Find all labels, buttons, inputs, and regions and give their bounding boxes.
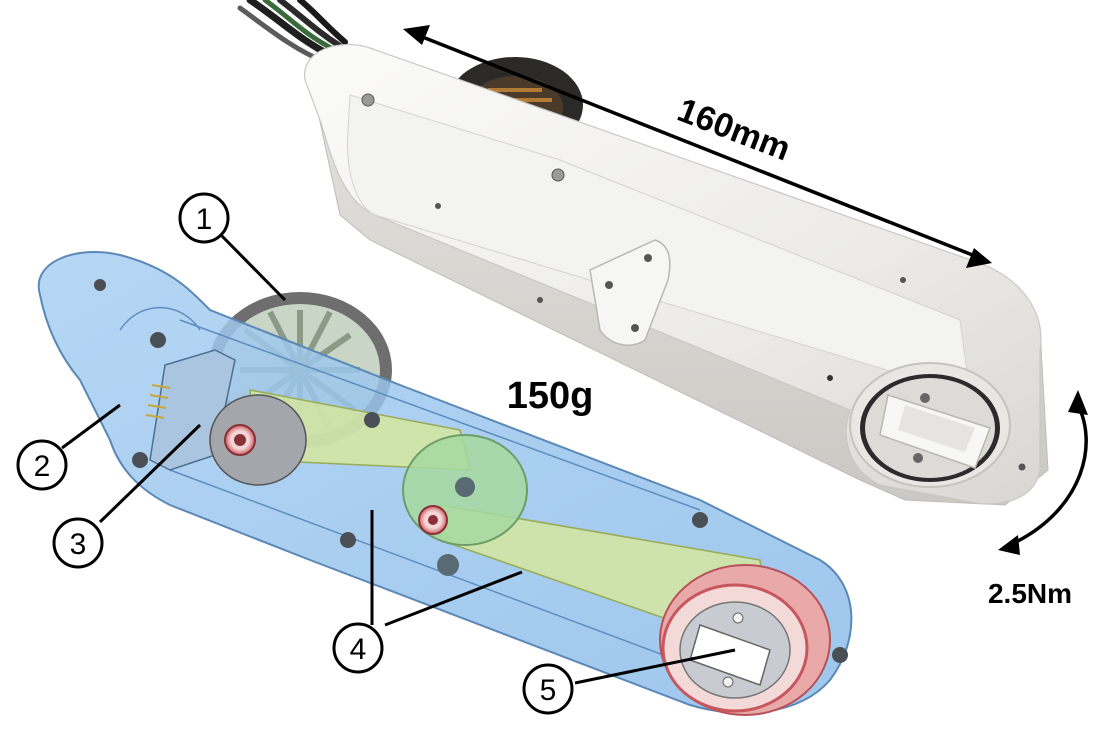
- physical-device: [237, 0, 1049, 506]
- callout-1: 1: [178, 192, 230, 244]
- output-pulley-cad: [659, 564, 831, 716]
- output-bearing-white: [849, 362, 1011, 488]
- svg-text:3: 3: [70, 528, 87, 561]
- callout-3: 3: [52, 517, 104, 569]
- mass-label: 150g: [507, 375, 594, 417]
- svg-text:4: 4: [350, 633, 367, 666]
- torque-label: 2.5Nm: [988, 578, 1072, 609]
- svg-text:5: 5: [540, 674, 557, 707]
- cad-rendering: [37, 251, 853, 716]
- callout-5: 5: [522, 663, 574, 715]
- svg-text:1: 1: [196, 203, 213, 236]
- pcb: [145, 384, 171, 419]
- torque-arrow: [998, 390, 1088, 555]
- callout-leaders: [61, 230, 736, 685]
- callout-2: 2: [16, 439, 68, 491]
- length-label: 160mm: [672, 91, 795, 168]
- callout-4: 4: [332, 622, 384, 674]
- svg-text:2: 2: [34, 450, 51, 483]
- triangle-mount: [589, 239, 671, 346]
- length-dimension-arrow: [403, 25, 992, 268]
